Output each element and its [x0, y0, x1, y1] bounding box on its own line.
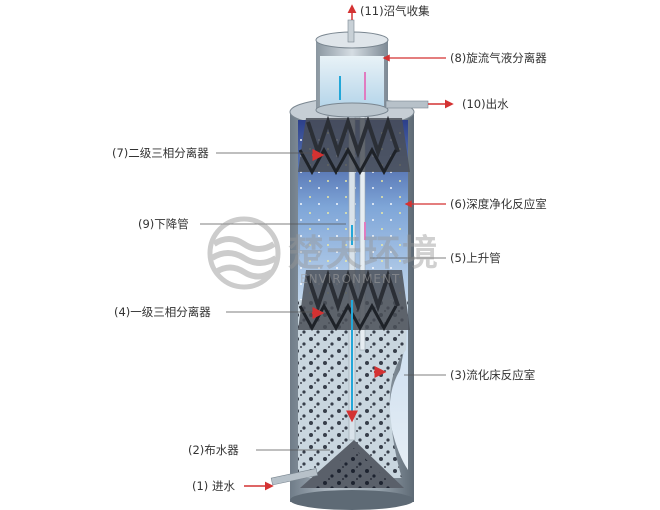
label-arrows [200, 4, 454, 491]
label-riser: (5)上升管 [450, 251, 501, 265]
label-inlet: (1) 进水 [192, 479, 235, 493]
label-distributor: (2)布水器 [188, 443, 239, 457]
flow-arrows [312, 72, 387, 423]
watermark-en: ENVIRONMENT [300, 272, 401, 286]
second-stage-separator [298, 115, 410, 176]
label-outlet: (10)出水 [462, 97, 509, 111]
label-sep2: (7)二级三相分离器 [112, 146, 209, 160]
label-fluid: (3)流化床反应室 [450, 368, 536, 382]
watermark-cn: 楚天环境 [288, 233, 441, 274]
label-sep1: (4)一级三相分离器 [114, 305, 211, 319]
wave-logo-icon [207, 216, 281, 290]
label-downpipe: (9)下降管 [138, 217, 189, 231]
label-deep: (6)深度净化反应室 [450, 197, 547, 211]
first-stage-separator [298, 269, 410, 332]
label-cyclone: (8)旋流气液分离器 [450, 51, 547, 65]
water-distributor [270, 440, 404, 488]
outlet-pipe [385, 100, 429, 109]
label-biogas: (11)沼气收集 [360, 4, 430, 18]
cyclone-separator [315, 19, 389, 118]
